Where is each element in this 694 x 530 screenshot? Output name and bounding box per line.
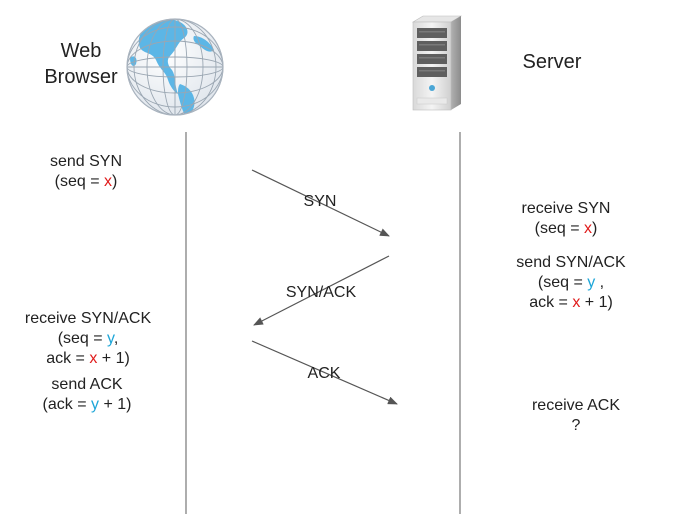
syn-label: SYN (303, 193, 337, 210)
client-send-syn-seq: (seq = x) (54, 173, 118, 190)
client-send-syn-title: send SYN (49, 153, 123, 170)
client-receive-synack-ack: ack = x + 1) (46, 350, 130, 367)
browser-title-line2: Browser (44, 66, 118, 88)
server-receive-syn-title: receive SYN (521, 200, 611, 217)
server-receive-syn-seq: (seq = x) (534, 220, 598, 237)
server-icon (411, 15, 463, 111)
client-receive-synack: receive SYN/ACK (seq = y, ack = x + 1) (10, 309, 166, 369)
synack-arrow (253, 255, 390, 326)
server-send-synack: send SYN/ACK (seq = y , ack = x + 1) (502, 253, 640, 313)
globe-icon (126, 18, 224, 116)
server-send-synack-title: send SYN/ACK (516, 254, 626, 271)
client-send-syn: send SYN (seq = x) (26, 152, 146, 192)
synack-label: SYN/ACK (285, 284, 357, 301)
syn-arrow (251, 169, 390, 237)
server-send-synack-ack: ack = x + 1) (529, 294, 613, 311)
client-receive-synack-title: receive SYN/ACK (24, 310, 152, 327)
browser-title: Web Browser (28, 38, 134, 90)
client-send-ack-title: send ACK (51, 376, 123, 393)
client-receive-synack-seq: (seq = y, (57, 330, 119, 347)
server-receive-syn: receive SYN (seq = x) (506, 199, 626, 239)
ack-arrow (251, 340, 398, 405)
browser-title-line1: Web (60, 40, 102, 62)
server-title: Server (522, 51, 582, 73)
server-receive-ack-title: receive ACK (531, 397, 621, 414)
client-send-ack: send ACK (ack = y + 1) (22, 375, 152, 415)
client-send-ack-value: (ack = y + 1) (42, 396, 132, 413)
server-send-synack-seq: (seq = y , (537, 274, 605, 291)
server-receive-ack: receive ACK ? (514, 396, 638, 436)
server-receive-ack-status: ? (571, 417, 581, 434)
ack-label: ACK (307, 365, 341, 382)
